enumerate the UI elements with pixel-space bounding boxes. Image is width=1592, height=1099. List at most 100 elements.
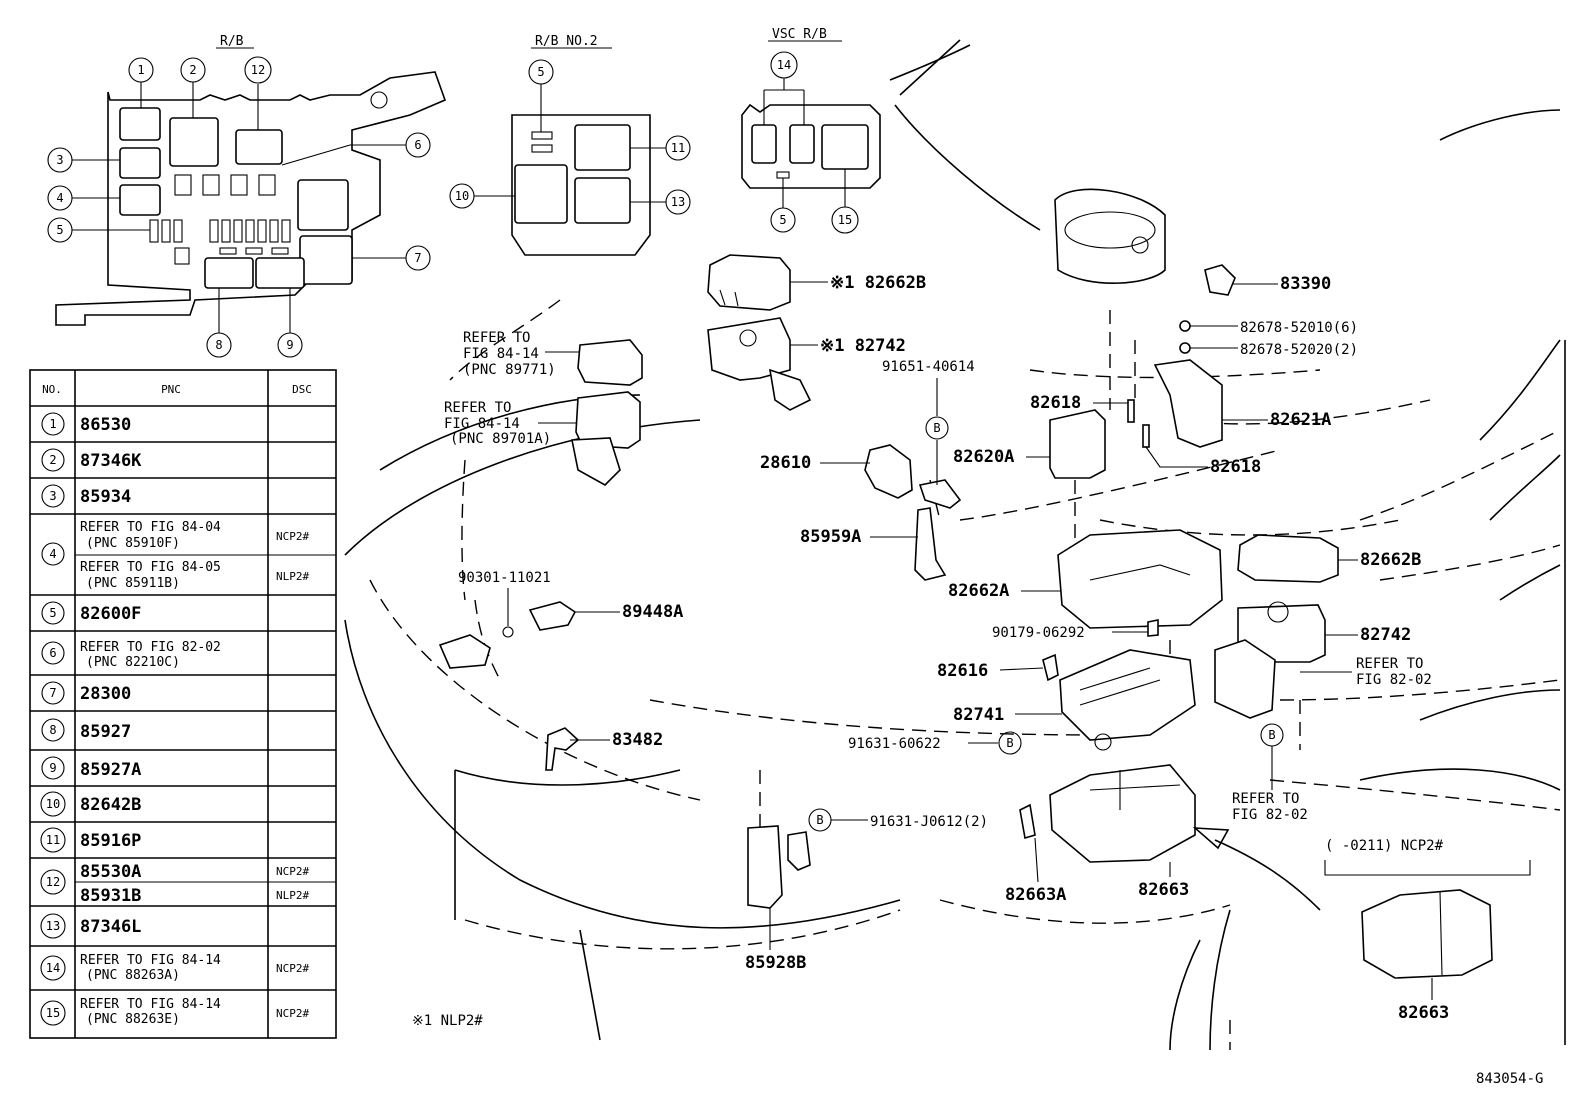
svg-text:5: 5 xyxy=(49,606,56,620)
svg-text:10: 10 xyxy=(455,189,469,203)
svg-text:(PNC 89701A): (PNC 89701A) xyxy=(450,431,551,447)
label-91631-6: 91631-60622 xyxy=(848,736,941,752)
part-89701a-holder xyxy=(575,391,641,449)
part-canister xyxy=(1054,188,1166,284)
part-82663-inset xyxy=(1361,889,1493,979)
rb-relay-1 xyxy=(119,107,161,141)
rb-title: R/B xyxy=(220,34,244,49)
label-82621a: 82621A xyxy=(1270,410,1331,430)
part-85928b xyxy=(747,825,783,909)
svg-text:1: 1 xyxy=(49,417,56,431)
svg-text:3: 3 xyxy=(56,153,63,167)
label-82620a: 82620A xyxy=(953,447,1014,467)
part-83482 xyxy=(545,727,580,771)
svg-text:(PNC 82210C): (PNC 82210C) xyxy=(86,655,180,670)
part-82618-clip xyxy=(1127,399,1135,423)
label-refer-8914-a: REFER TO xyxy=(463,330,530,346)
svg-text:B: B xyxy=(1006,736,1013,750)
label-89448a: 89448A xyxy=(622,602,683,622)
label-refer-8914-b: REFER TO xyxy=(444,400,511,416)
table-row: 11 85916P xyxy=(40,827,141,853)
part-82662a-cover xyxy=(1057,529,1223,629)
part-89771-cover xyxy=(577,339,643,386)
table-row: 5 82600F xyxy=(41,601,141,625)
label-82742-top: ※1 82742 xyxy=(820,336,906,356)
table-header-no: NO. xyxy=(42,383,62,396)
label-82618-a: 82618 xyxy=(1030,393,1081,413)
svg-text:NCP2#: NCP2# xyxy=(276,865,309,878)
svg-text:B: B xyxy=(1268,728,1275,742)
vehicle-body-outline xyxy=(344,39,1566,1051)
part-82616 xyxy=(1042,653,1059,682)
svg-text:REFER TO FIG 84-14: REFER TO FIG 84-14 xyxy=(80,953,221,968)
label-82663-inset: 82663 xyxy=(1398,1003,1449,1023)
rb2-relay-11 xyxy=(574,124,631,171)
svg-text:REFER TO FIG 82-02: REFER TO FIG 82-02 xyxy=(80,640,221,655)
rb2-title: R/B NO.2 xyxy=(535,34,598,49)
svg-text:5: 5 xyxy=(56,223,63,237)
svg-text:FIG 82-02: FIG 82-02 xyxy=(1232,807,1308,823)
label-82741: 82741 xyxy=(953,705,1004,725)
svg-text:6: 6 xyxy=(414,138,421,152)
label-83390: 83390 xyxy=(1280,274,1331,294)
table-row: 1 86530 xyxy=(41,412,131,436)
label-91631-j: 91631-J0612(2) xyxy=(870,814,988,830)
svg-text:13: 13 xyxy=(671,195,685,209)
svg-text:NCP2#: NCP2# xyxy=(276,962,309,975)
table-row: 9 85927A xyxy=(41,756,141,780)
svg-text:85927A: 85927A xyxy=(80,760,141,780)
label-82678-2: 82678-52020(2) xyxy=(1240,342,1358,358)
svg-text:87346K: 87346K xyxy=(80,451,142,471)
svg-text:(PNC 85911B): (PNC 85911B) xyxy=(86,576,180,591)
table-row: 14 REFER TO FIG 84-14 (PNC 88263A) NCP2# xyxy=(40,953,309,983)
svg-text:14: 14 xyxy=(46,961,60,975)
part-sketches xyxy=(438,188,1493,979)
svg-text:9: 9 xyxy=(49,761,56,775)
part-83390-sensor xyxy=(1204,264,1236,296)
part-82662b-cover xyxy=(707,254,791,311)
rb-relay-6 xyxy=(297,179,349,231)
label-refer-8202-a: REFER TO xyxy=(1356,656,1423,672)
label-90179: 90179-06292 xyxy=(992,625,1085,641)
table-row: 3 85934 xyxy=(41,484,131,508)
svg-text:85530A: 85530A xyxy=(80,862,141,882)
svg-text:REFER TO FIG 84-14: REFER TO FIG 84-14 xyxy=(80,997,221,1012)
svg-text:FIG 84-14: FIG 84-14 xyxy=(463,346,539,362)
svg-text:B: B xyxy=(933,421,940,435)
table-row: 6 REFER TO FIG 82-02 (PNC 82210C) xyxy=(41,640,221,670)
table-row: 13 87346L xyxy=(40,913,141,939)
svg-text:85931B: 85931B xyxy=(80,886,141,906)
svg-text:FIG 84-14: FIG 84-14 xyxy=(444,416,520,432)
svg-text:14: 14 xyxy=(777,58,791,72)
part-82742-box xyxy=(707,317,791,381)
rb-relay-9 xyxy=(255,257,305,289)
svg-text:11: 11 xyxy=(671,141,685,155)
part-28610 xyxy=(864,444,913,499)
label-83482: 83482 xyxy=(612,730,663,750)
label-82662b-top: ※1 82662B xyxy=(830,273,926,293)
rb-relay-8 xyxy=(204,257,254,289)
svg-text:15: 15 xyxy=(838,213,852,227)
part-89448a xyxy=(528,601,577,631)
label-82662b-right: 82662B xyxy=(1360,550,1421,570)
label-90301: 90301-11021 xyxy=(458,570,551,586)
table-row: 7 28300 xyxy=(41,681,131,705)
svg-text:1: 1 xyxy=(137,63,144,77)
part-82621a xyxy=(1153,359,1223,448)
svg-text:4: 4 xyxy=(49,547,56,561)
svg-text:5: 5 xyxy=(779,213,786,227)
svg-text:12: 12 xyxy=(251,63,265,77)
table-header-pnc: PNC xyxy=(161,383,181,396)
rb-callouts: 1 2 12 3 4 5 6 7 8 9 xyxy=(47,56,431,358)
parts-table: NO. PNC DSC 1 86530 2 87346K 3 85934 4 R… xyxy=(29,369,337,1039)
svg-text:2: 2 xyxy=(49,453,56,467)
part-82620a xyxy=(1049,409,1106,479)
svg-text:NCP2#: NCP2# xyxy=(276,1007,309,1020)
part-82663-box xyxy=(1049,764,1196,863)
svg-text:87346L: 87346L xyxy=(80,917,141,937)
rb-relay-2 xyxy=(169,117,219,167)
svg-text:7: 7 xyxy=(49,686,56,700)
svg-text:11: 11 xyxy=(46,833,60,847)
svg-text:NLP2#: NLP2# xyxy=(276,570,309,583)
